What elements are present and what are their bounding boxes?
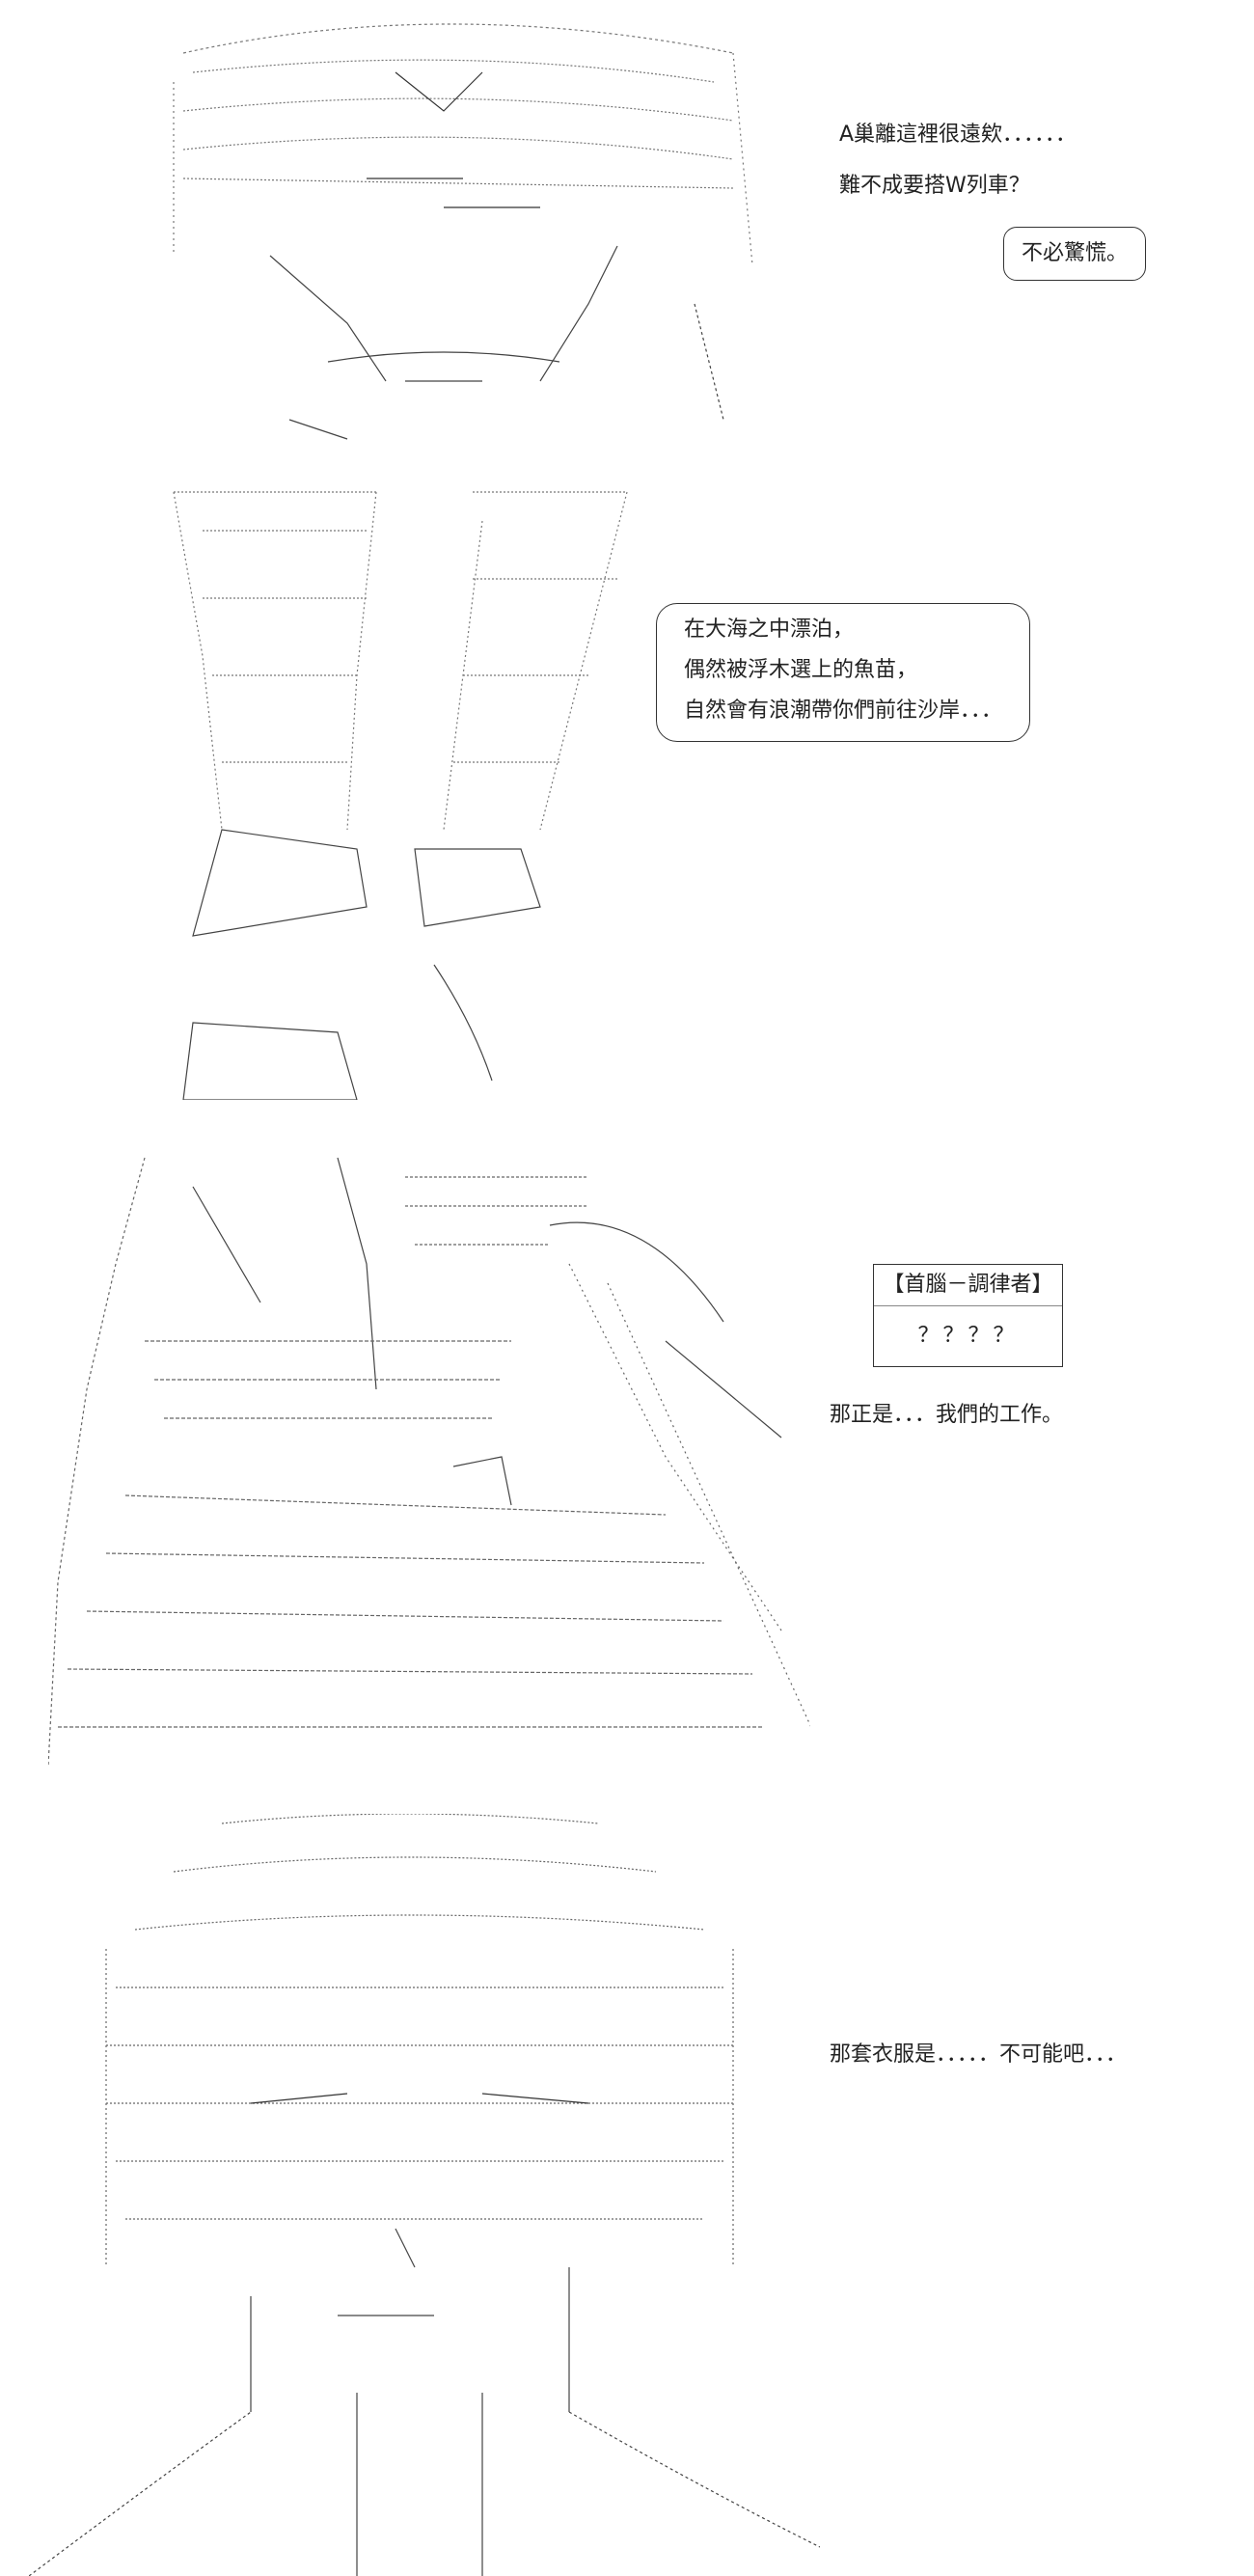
nameplate-title: 【首腦－調律者】 (874, 1265, 1062, 1306)
bubble-line-1: 在大海之中漂泊， (684, 617, 855, 642)
panel-3: 【首腦－調律者】 ？？？？ 那正是．．．我們的工作。 (0, 1129, 1254, 1785)
bubble-line-3: 自然會有浪潮帶你們前往沙岸．．． (684, 699, 1003, 723)
character-art-conductor (48, 1148, 810, 1766)
narration-line-1: A巢離這裡很遠欸．．．．．． (839, 123, 1077, 147)
bubble-text: 不必驚慌。 (1022, 241, 1129, 265)
panel-1: A巢離這裡很遠欸．．．．．． 難不成要搭W列車？ 不必驚慌。 (0, 0, 1254, 463)
speech-bubble-dont-panic: 不必驚慌。 (1003, 227, 1147, 281)
speech-bubble-ocean: 在大海之中漂泊， 偶然被浮木選上的魚苗， 自然會有浪潮帶你們前往沙岸．．． (656, 603, 1031, 742)
character-art-portrait (29, 1814, 820, 2576)
panel-2: 在大海之中漂泊， 偶然被浮木選上的魚苗， 自然會有浪潮帶你們前往沙岸．．． (0, 463, 1254, 1129)
panel-4: 那套衣服是．．．．．不可能吧．．． (0, 1785, 1254, 2576)
character-art-legs-left (164, 482, 415, 1100)
bubble-line-2: 偶然被浮木選上的魚苗， (684, 658, 918, 682)
character-art-hooded-figure (154, 14, 772, 449)
nameplate-speaker: ？？？？ (917, 1324, 1019, 1348)
dialogue-line: 那正是．．．我們的工作。 (830, 1403, 1064, 1427)
character-art-legs-right (386, 482, 637, 1100)
dialogue-line: 那套衣服是．．．．．不可能吧．．． (830, 2042, 1128, 2067)
speaker-nameplate: 【首腦－調律者】 ？？？？ (873, 1264, 1063, 1367)
narration-line-2: 難不成要搭W列車？ (839, 174, 1030, 198)
